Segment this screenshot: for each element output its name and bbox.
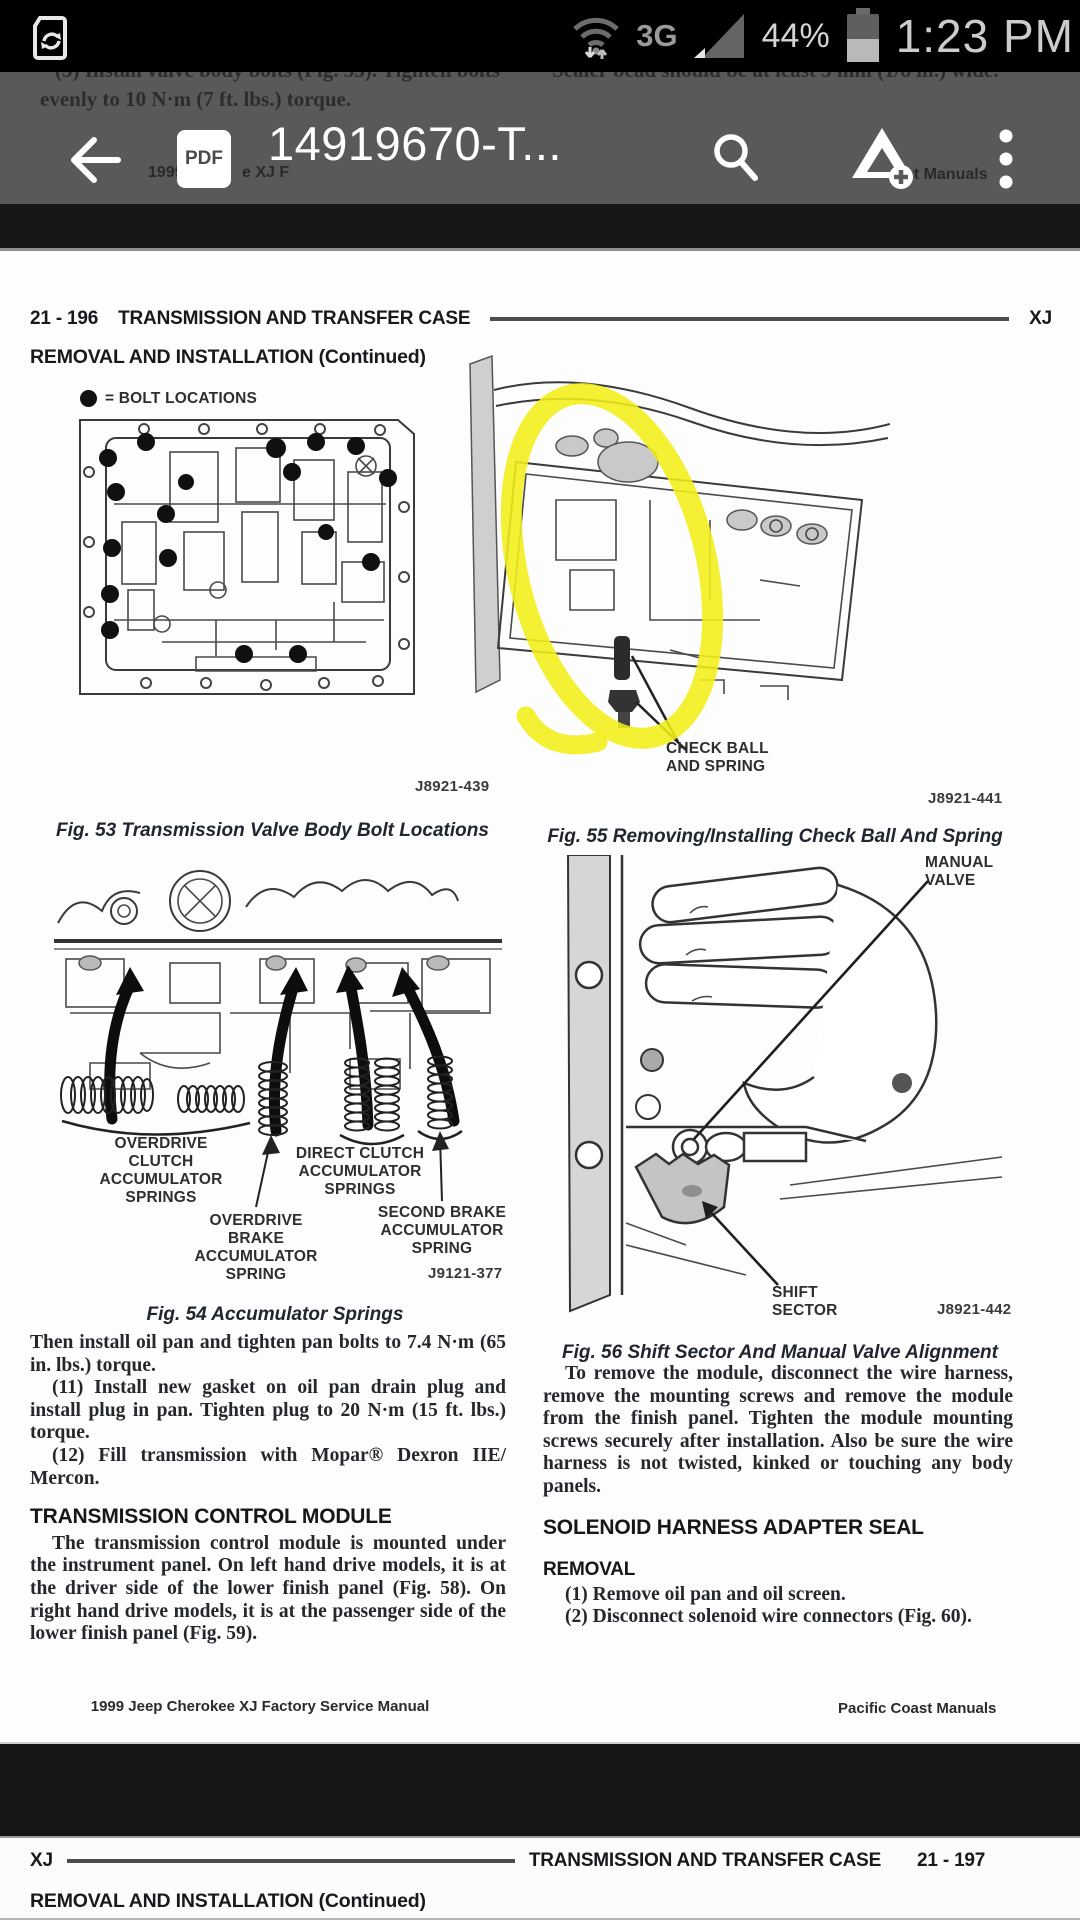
left-heading-transmission-control-module: TRANSMISSION CONTROL MODULE <box>30 1505 392 1529</box>
right-column: To remove the module, disconnect the wir… <box>543 1363 1013 1629</box>
wifi-icon <box>573 17 620 59</box>
fig55-ref: J8921-441 <box>928 790 1003 807</box>
fig55-check-ball-drawing <box>469 354 891 755</box>
fig53-caption: Fig. 53 Transmission Valve Body Bolt Loc… <box>56 820 489 841</box>
battery-icon <box>846 8 879 62</box>
search-icon[interactable] <box>710 130 762 186</box>
right-paragraph-1: To remove the module, disconnect the wir… <box>543 1363 1013 1497</box>
obscured-footer-fragment-mid: e XJ F <box>242 164 290 181</box>
left-paragraph-4: The transmission control module is mount… <box>30 1532 506 1645</box>
model-code: XJ <box>1029 308 1052 329</box>
battery-percent: 44% <box>761 16 830 55</box>
next-header-rule <box>66 1859 515 1863</box>
section-title: TRANSMISSION AND TRANSFER CASE <box>118 308 471 329</box>
page-header: 21 - 196 TRANSMISSION AND TRANSFER CASE … <box>30 308 1052 330</box>
page-subheader: REMOVAL AND INSTALLATION (Continued) <box>30 346 426 368</box>
obscured-footer-fragment-right: ast Manuals <box>896 166 988 183</box>
pdf-badge-label: PDF <box>185 148 223 169</box>
spring-e <box>427 1055 453 1130</box>
fig56-shift-sector-drawing <box>566 855 1003 1313</box>
top-letterbox-band <box>0 204 1080 251</box>
fig53-ref: J8921-439 <box>415 778 490 795</box>
right-heading-solenoid-harness: SOLENOID HARNESS ADAPTER SEAL <box>543 1515 924 1539</box>
prev-page-text-line1-right: Sealer bead should be at least 3 mm (1/8… <box>552 72 998 83</box>
bottom-edge-line <box>0 1918 1080 1920</box>
right-heading-removal: REMOVAL <box>543 1559 636 1581</box>
page-number: 21 - 196 <box>30 308 99 329</box>
next-model-code: XJ <box>30 1850 53 1871</box>
footer-right: Pacific Coast Manuals <box>838 1700 997 1717</box>
right-list-item-2: (2) Disconnect solenoid wire connectors … <box>565 1606 972 1628</box>
bolt-legend-text: = BOLT LOCATIONS <box>105 390 258 407</box>
fig54-label-overdrive-brake: OVERDRIVE BRAKE ACCUMULATOR SPRING <box>194 1212 318 1283</box>
fig56-shift-sector-label: SHIFT SECTOR <box>772 1284 838 1319</box>
spring-c <box>258 1061 288 1136</box>
next-page-subheader: REMOVAL AND INSTALLATION (Continued) <box>30 1890 426 1912</box>
bolt-dot-icon <box>80 390 97 408</box>
fig54-label-direct-clutch: DIRECT CLUTCH ACCUMULATOR SPRINGS <box>295 1145 425 1198</box>
fig54-accumulator-springs-drawing <box>54 870 502 1208</box>
overflow-menu-icon[interactable] <box>998 128 1014 190</box>
coil-b <box>177 1085 245 1113</box>
next-page-number: 21 - 197 <box>917 1850 986 1871</box>
next-page-header: XJ TRANSMISSION AND TRANSFER CASE 21 - 1… <box>30 1850 1040 1872</box>
coil-a <box>60 1076 154 1114</box>
fig54-caption: Fig. 54 Accumulator Springs <box>146 1304 404 1325</box>
left-paragraph-1: Then install oil pan and tighten pan bol… <box>30 1332 506 1376</box>
pdf-page[interactable]: 21 - 196 TRANSMISSION AND TRANSFER CASE … <box>0 250 1080 1742</box>
left-paragraph-3: (12) Fill transmission with Mopar® Dexro… <box>30 1444 506 1489</box>
status-bar: 3G 44% 1:23 PM <box>0 0 1080 72</box>
fig54-ref: J9121-377 <box>428 1265 503 1282</box>
screenshot-sync-icon <box>33 16 67 60</box>
network-type: 3G <box>636 18 678 53</box>
springs-d <box>344 1057 400 1132</box>
page-gap-band <box>0 1742 1080 1838</box>
fig56-caption: Fig. 56 Shift Sector And Manual Valve Al… <box>561 1342 998 1363</box>
left-column: Then install oil pan and tighten pan bol… <box>30 1332 506 1646</box>
pdf-file-badge: PDF <box>177 130 231 188</box>
footer-left: 1999 Jeep Cherokee XJ Factory Service Ma… <box>90 1698 430 1715</box>
right-list-item-1: (1) Remove oil pan and oil screen. <box>565 1583 846 1605</box>
fig55-part-label: CHECK BALL AND SPRING <box>666 740 769 775</box>
fig56-manual-valve-label: MANUAL VALVE <box>925 854 994 889</box>
fig55-caption: Fig. 55 Removing/Installing Check Ball A… <box>547 826 1003 847</box>
document-title: 14919670-T... <box>268 117 562 170</box>
signal-strength-icon <box>693 14 744 58</box>
prev-page-text-line2: evenly to 10 N·m (7 ft. lbs.) torque. <box>40 87 352 111</box>
left-paragraph-2: (11) Install new gasket on oil pan drain… <box>30 1377 506 1444</box>
fig53-valve-body-drawing <box>79 419 415 695</box>
header-rule <box>490 317 1010 321</box>
back-arrow-icon[interactable] <box>68 134 124 186</box>
bolt-legend: = BOLT LOCATIONS <box>80 390 257 408</box>
next-section-title: TRANSMISSION AND TRANSFER CASE <box>528 1850 882 1871</box>
fig54-label-overdrive-clutch: OVERDRIVE CLUTCH ACCUMULATOR SPRINGS <box>99 1135 223 1206</box>
next-pdf-page[interactable]: XJ TRANSMISSION AND TRANSFER CASE 21 - 1… <box>0 1836 1080 1920</box>
google-drive-icon[interactable] <box>850 126 918 190</box>
fig56-ref: J8921-442 <box>937 1301 1012 1318</box>
fig54-label-second-brake: SECOND BRAKE ACCUMULATOR SPRING <box>377 1204 507 1257</box>
clock: 1:23 PM <box>895 10 1074 62</box>
pdf-toolbar-overlay: (5) Install valve body bolts (Fig. 53). … <box>0 72 1080 204</box>
prev-page-text-line1-left: (5) Install valve body bolts (Fig. 53). … <box>55 72 500 83</box>
